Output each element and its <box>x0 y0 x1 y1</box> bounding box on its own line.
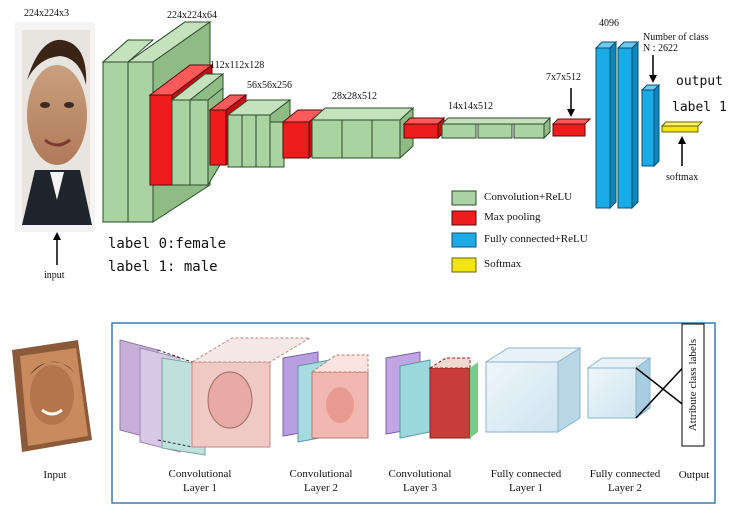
caption-conv-layer3-line2: Layer 3 <box>403 482 437 494</box>
caption-fc-layer2: Fully connected Layer 2 <box>575 467 675 495</box>
conv-block-stage4 <box>310 106 415 160</box>
stage6-dim-label: 7x7x512 <box>546 72 581 83</box>
stage3-dim-label: 56x56x256 <box>247 80 292 91</box>
bottom-fc-layer2 <box>586 357 652 419</box>
caption-fc-layer1-line2: Layer 1 <box>509 482 543 494</box>
legend-fc-label: Fully connected+ReLU <box>484 233 588 245</box>
softmax-block <box>660 121 704 133</box>
stage1-dim-label: 224x224x64 <box>167 10 217 21</box>
pipeline-frame <box>111 322 716 504</box>
legend-swatches <box>451 190 477 273</box>
caption-conv-layer2: Convolutional Layer 2 <box>276 467 366 495</box>
conv-block-stage3 <box>226 99 292 168</box>
output-cross-line-b <box>635 359 691 419</box>
caption-fc-layer1: Fully connected Layer 1 <box>476 467 576 495</box>
fc-layer-2 <box>616 40 640 210</box>
pool-block-stage4 <box>402 116 446 140</box>
class-label-female: label 0:female <box>108 236 227 252</box>
caption-conv-layer3: Convolutional Layer 3 <box>375 467 465 495</box>
fc-layer-1 <box>594 40 618 210</box>
output-title: output <box>676 74 723 89</box>
bottom-output-caption: Output <box>678 469 710 481</box>
caption-conv-layer2-line2: Layer 2 <box>304 482 338 494</box>
stage4-dim-label: 28x28x512 <box>332 91 377 102</box>
attribute-labels-box <box>681 323 705 447</box>
legend-pool-label: Max pooling <box>484 211 541 223</box>
class-count-label-1: Number of class <box>643 32 709 43</box>
caption-fc-layer2-line2: Layer 2 <box>608 482 642 494</box>
stage5-dim-label: 14x14x512 <box>448 101 493 112</box>
class-label-male: label 1: male <box>108 259 218 275</box>
fc-layer-3 <box>640 83 661 168</box>
class-count-label-2: N : 2622 <box>643 43 678 54</box>
caption-conv-layer2-line1: Convolutional <box>289 468 353 480</box>
stage2-dim-label: 112x112x128 <box>210 60 265 71</box>
fc-dim-label: 4096 <box>599 18 619 29</box>
bottom-input-caption: Input <box>43 469 67 481</box>
caption-conv-layer1-line1: Convolutional <box>168 468 232 480</box>
bottom-conv-layer3 <box>385 351 478 439</box>
bottom-fc-layer1 <box>484 347 582 433</box>
caption-conv-layer1-line2: Layer 1 <box>183 482 217 494</box>
bottom-conv-layer1 <box>119 337 312 456</box>
conv-block-stage5 <box>440 116 552 140</box>
caption-conv-layer3-line1: Convolutional <box>388 468 452 480</box>
bottom-conv-layer2 <box>282 351 369 443</box>
caption-fc-layer1-line1: Fully connected <box>490 468 562 480</box>
pool-block-stage6 <box>551 118 592 137</box>
caption-conv-layer1: Convolutional Layer 1 <box>155 467 245 495</box>
input-face-image <box>15 22 95 232</box>
input-dim-label: 224x224x3 <box>24 8 69 19</box>
output-value: label 1 <box>672 100 727 115</box>
attribute-labels-text: Attribute class labels <box>687 338 699 432</box>
legend-conv-label: Convolution+ReLU <box>484 191 573 203</box>
bottom-input-face-image <box>12 340 92 452</box>
input-label: input <box>44 270 65 281</box>
softmax-label: softmax <box>666 172 699 183</box>
attribute-labels-container: Attribute class labels <box>687 328 699 442</box>
legend-softmax-label: Softmax <box>484 258 522 270</box>
caption-fc-layer2-line1: Fully connected <box>589 468 661 480</box>
